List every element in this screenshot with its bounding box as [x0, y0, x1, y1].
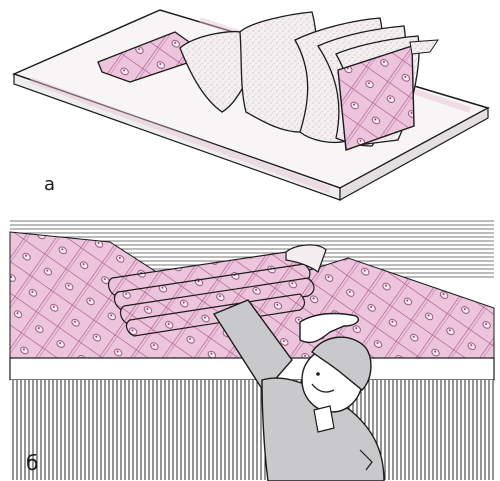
worker-arm [212, 299, 293, 394]
panel-b-ceiling-scene [9, 218, 495, 481]
board-edge-right [339, 106, 489, 202]
wallpaper-patterned-face [337, 45, 415, 151]
lower-wall [10, 380, 494, 480]
folded-wallpaper-roll [107, 244, 327, 337]
panel-b-label: б [26, 451, 38, 475]
worker-figure [212, 299, 385, 481]
panel-a-label: a [44, 174, 55, 195]
panel-a-board-scene [11, 9, 490, 202]
worker-cap [311, 336, 372, 391]
worker-hand [299, 312, 360, 344]
